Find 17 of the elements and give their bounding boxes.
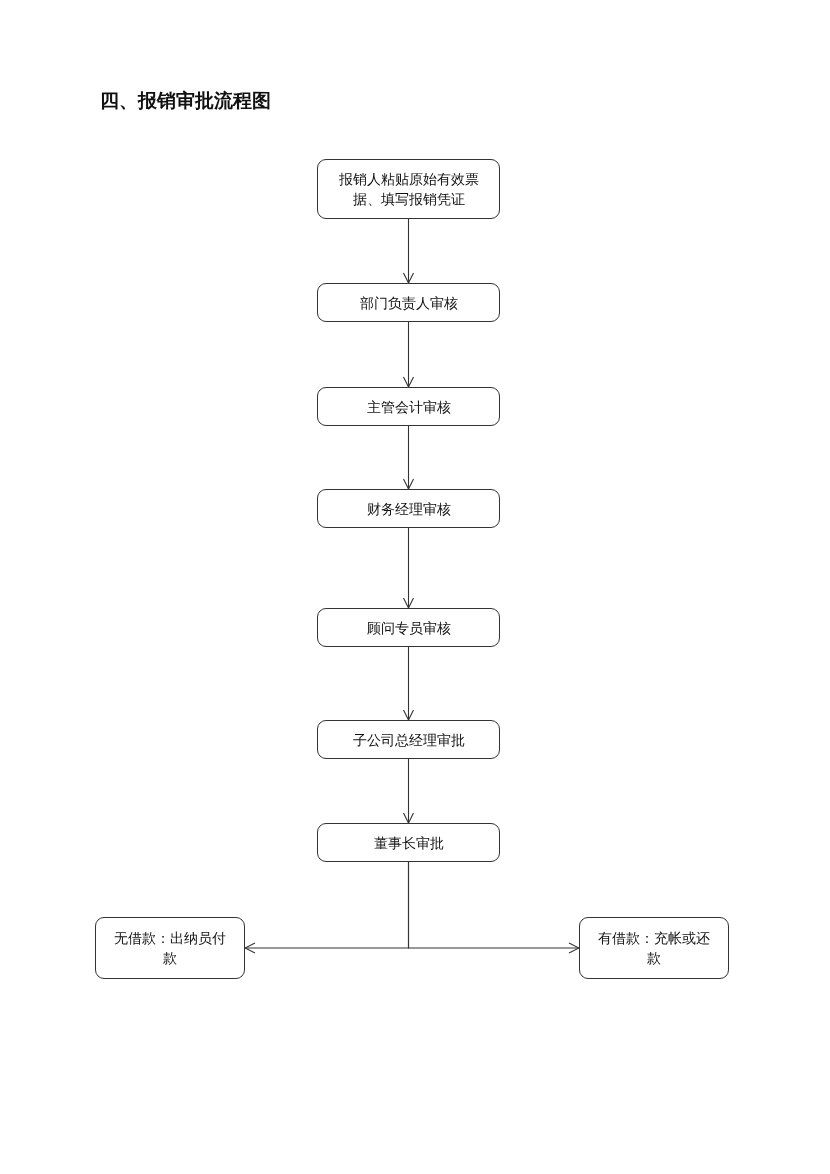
arrow	[402, 758, 415, 824]
title: 四、报销审批流程图	[100, 88, 271, 113]
process-box: 财务经理审核	[317, 489, 500, 528]
arrow	[407, 861, 580, 954]
process-box: 顾问专员审核	[317, 608, 500, 647]
arrow	[402, 218, 415, 284]
process-box: 报销人粘贴原始有效票据、填写报销凭证	[317, 159, 500, 219]
process-box: 部门负责人审核	[317, 283, 500, 322]
arrow	[402, 321, 415, 388]
process-box: 子公司总经理审批	[317, 720, 500, 759]
process-box: 董事长审批	[317, 823, 500, 862]
arrow	[402, 527, 415, 609]
arrow	[402, 425, 415, 490]
process-box: 有借款：充帐或还款	[579, 917, 729, 979]
process-box: 无借款：出纳员付款	[95, 917, 245, 979]
process-box: 主管会计审核	[317, 387, 500, 426]
arrow	[402, 646, 415, 721]
